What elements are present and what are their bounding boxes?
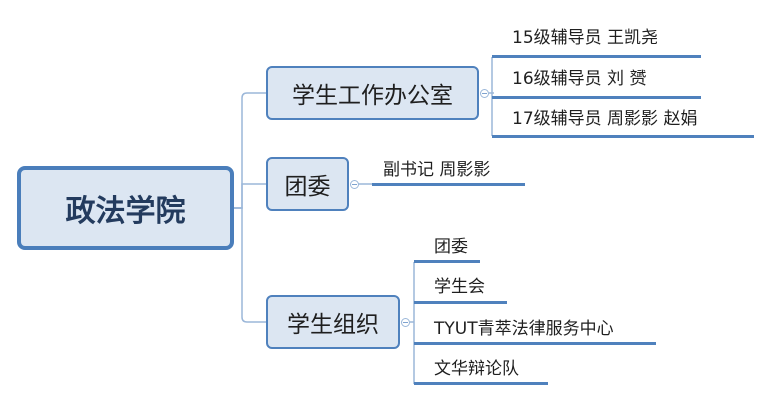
leaf-underline (414, 301, 507, 304)
collapse-toggle-branch3-icon[interactable] (401, 318, 410, 327)
leaf-underline (414, 382, 548, 385)
branch-label: 学生组织 (287, 312, 379, 338)
leaf-underline (414, 342, 656, 345)
leaf-b1-3: 17级辅导员 周影影 赵娟 (512, 109, 698, 129)
branch-label: 团委 (284, 174, 331, 200)
leaf-b3-4: 文华辩论队 (434, 359, 519, 379)
leaf-b3-1: 团委 (434, 237, 468, 257)
branch-node-student-organizations[interactable]: 学生组织 (266, 295, 400, 349)
connector-root-branch1 (234, 92, 266, 209)
leaf-b2-1: 副书记 周影影 (383, 160, 491, 180)
leaf-b3-2: 学生会 (434, 277, 485, 297)
leaf-b1-2: 16级辅导员 刘 赟 (512, 69, 647, 89)
branch-label: 学生工作办公室 (292, 83, 453, 109)
leaf-b3-3: TYUT青萃法律服务中心 (434, 319, 614, 339)
connector-root-branch3 (234, 207, 266, 323)
connector-branch3-leaves (410, 262, 415, 384)
connector-root-branch2 (234, 183, 266, 209)
branch-node-student-affairs-office[interactable]: 学生工作办公室 (266, 66, 479, 120)
branch-node-youth-league[interactable]: 团委 (266, 157, 349, 211)
leaf-underline (492, 135, 754, 138)
leaf-underline (372, 183, 525, 186)
leaf-underline (492, 96, 701, 99)
root-label: 政法学院 (65, 194, 186, 229)
leaf-b1-1: 15级辅导员 王凯尧 (512, 28, 659, 48)
root-node[interactable]: 政法学院 (17, 166, 234, 250)
collapse-toggle-branch2-icon[interactable] (350, 180, 359, 189)
connector-branch1-leaves (489, 57, 494, 136)
leaf-underline (414, 260, 480, 263)
collapse-toggle-branch1-icon[interactable] (480, 89, 489, 98)
leaf-underline (492, 55, 701, 58)
